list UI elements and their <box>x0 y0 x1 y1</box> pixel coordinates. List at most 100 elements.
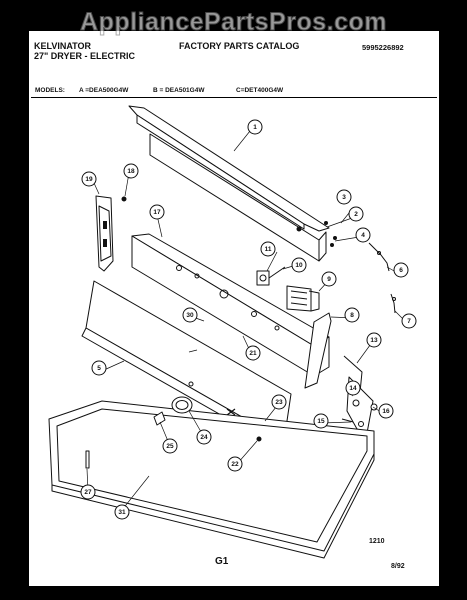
catalog-number: 5995226892 <box>362 43 404 52</box>
callout-number: 5 <box>97 365 101 372</box>
model-b: B = DEA501G4W <box>153 87 205 94</box>
cabinet-top <box>48 400 375 559</box>
timer-knob <box>153 396 193 426</box>
callout-layer: 1234567891011131415161718192122232425273… <box>80 119 417 520</box>
callout-circle <box>348 206 364 222</box>
callout-circle <box>336 189 352 205</box>
callout-31: 31 <box>114 504 130 520</box>
revision-date: 8/92 <box>391 563 405 570</box>
callout-circle <box>393 262 409 278</box>
callout-16: 16 <box>378 403 394 419</box>
callout-circle <box>196 429 212 445</box>
callout-10: 10 <box>291 257 307 273</box>
callout-24: 24 <box>196 429 212 445</box>
callout-18: 18 <box>123 163 139 179</box>
wire-harness <box>368 242 396 314</box>
callout-number: 6 <box>399 267 403 274</box>
callout-circle <box>291 257 307 273</box>
callout-number: 4 <box>361 232 365 239</box>
brand-label: KELVINATOR <box>34 41 92 51</box>
callout-15: 15 <box>313 413 329 429</box>
callout-14: 14 <box>345 380 361 396</box>
control-panel <box>131 233 330 377</box>
callout-5: 5 <box>91 360 107 376</box>
callout-circle <box>80 484 96 500</box>
callout-number: 21 <box>249 350 257 357</box>
models-label: MODELS: <box>35 87 65 94</box>
watermark: AppliancePartsPros.com <box>80 8 387 37</box>
callout-number: 30 <box>186 312 194 319</box>
callout-number: 9 <box>327 276 331 283</box>
callout-number: 16 <box>382 408 390 415</box>
product-label: 27" DRYER - ELECTRIC <box>34 51 135 61</box>
callout-22: 22 <box>227 456 243 472</box>
drawing-number: 1210 <box>369 538 385 545</box>
screw-4 <box>333 236 337 240</box>
callout-17: 17 <box>149 204 165 220</box>
callout-13: 13 <box>366 332 382 348</box>
model-c: C=DET400G4W <box>236 87 284 94</box>
callout-number: 18 <box>127 168 135 175</box>
callout-circle <box>247 119 263 135</box>
screw-18 <box>121 196 127 202</box>
callout-3: 3 <box>336 189 352 205</box>
callout-8: 8 <box>344 307 360 323</box>
screw-3 <box>324 221 328 225</box>
callout-6: 6 <box>393 262 409 278</box>
callout-number: 10 <box>295 262 303 269</box>
callout-number: 25 <box>166 443 174 450</box>
callout-25: 25 <box>162 438 178 454</box>
callout-circle <box>123 163 139 179</box>
callout-number: 24 <box>200 434 208 441</box>
callout-11: 11 <box>260 241 276 257</box>
callout-circle <box>344 307 360 323</box>
callout-number: 31 <box>118 509 126 516</box>
callout-number: 17 <box>153 209 161 216</box>
callout-23: 23 <box>271 394 287 410</box>
callout-number: 8 <box>350 312 354 319</box>
callout-number: 23 <box>275 399 283 406</box>
callout-circle <box>227 456 243 472</box>
callout-circle <box>401 313 417 329</box>
callout-number: 19 <box>85 176 93 183</box>
callout-9: 9 <box>321 271 337 287</box>
callout-number: 7 <box>407 318 411 325</box>
callout-number: 11 <box>265 246 272 253</box>
parts-catalog-page: KELVINATOR 27" DRYER - ELECTRIC FACTORY … <box>29 31 439 586</box>
callout-4: 4 <box>355 227 371 243</box>
model-a: A =DEA500G4W <box>79 87 129 94</box>
callout-number: 15 <box>317 418 325 425</box>
callout-number: 3 <box>342 194 346 201</box>
callout-number: 1 <box>253 124 257 131</box>
callout-circle <box>313 413 329 429</box>
models-row: MODELS: A =DEA500G4W B = DEA501G4W C=DET… <box>31 87 437 98</box>
callout-number: 22 <box>231 461 239 468</box>
exploded-parts-diagram: 1234567891011131415161718192122232425273… <box>48 105 417 559</box>
callout-circle <box>81 171 97 187</box>
callout-circle <box>321 271 337 287</box>
catalog-title: FACTORY PARTS CATALOG <box>179 41 300 51</box>
callout-7: 7 <box>401 313 417 329</box>
callout-circle <box>91 360 107 376</box>
callout-circle <box>245 345 261 361</box>
callout-circle <box>182 307 198 323</box>
callout-30: 30 <box>182 307 198 323</box>
console-top-cover <box>128 105 330 262</box>
callout-circle <box>162 438 178 454</box>
callout-number: 13 <box>370 337 378 344</box>
callout-circle <box>149 204 165 220</box>
callout-2: 2 <box>348 206 364 222</box>
callout-circle <box>260 241 276 257</box>
callout-circle <box>366 332 382 348</box>
callout-21: 21 <box>245 345 261 361</box>
callout-circle <box>114 504 130 520</box>
callout-circle <box>345 380 361 396</box>
callout-number: 27 <box>84 489 92 496</box>
callout-19: 19 <box>81 171 97 187</box>
callout-27: 27 <box>80 484 96 500</box>
callout-1: 1 <box>247 119 263 135</box>
screw-2 <box>330 243 334 247</box>
screw <box>256 436 262 442</box>
callout-circle <box>355 227 371 243</box>
callout-number: 2 <box>354 211 358 218</box>
